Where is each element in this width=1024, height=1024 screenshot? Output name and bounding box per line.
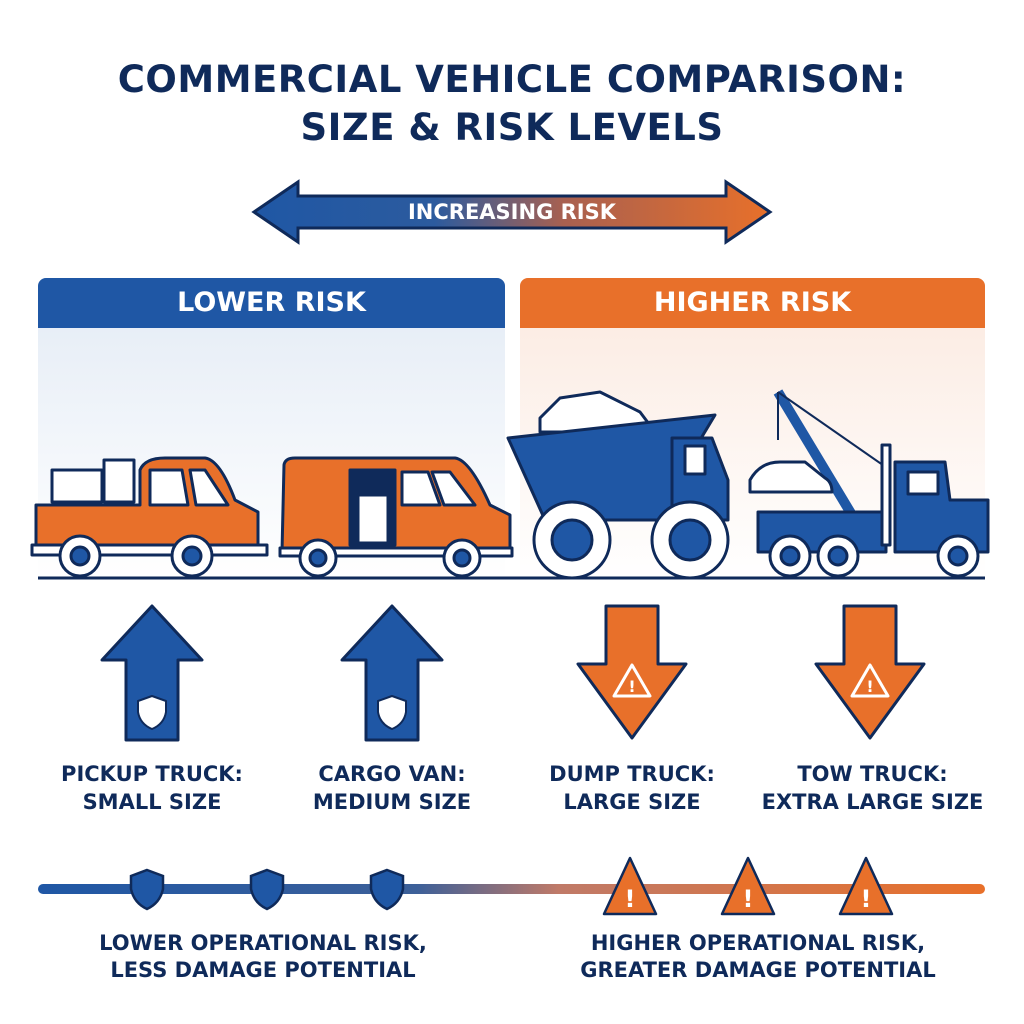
title-line-1: COMMERCIAL VEHICLE COMPARISON: <box>117 58 907 101</box>
label-van-size: MEDIUM SIZE <box>312 790 472 814</box>
label-tow-size: EXTRA LARGE SIZE <box>761 790 984 814</box>
warning-icon <box>602 856 658 916</box>
warning-icon <box>850 663 890 698</box>
tow-truck-icon <box>748 389 990 578</box>
increasing-risk-label: INCREASING RISK <box>407 200 616 224</box>
title-line-2: SIZE & RISK LEVELS <box>300 106 724 149</box>
label-van-name: CARGO VAN: <box>318 762 466 786</box>
higher-risk-header: HIGHER RISK <box>520 278 985 328</box>
pickup-truck-icon <box>30 456 269 578</box>
footer-lower-line-1: LOWER OPERATIONAL RISK, <box>99 931 427 955</box>
svg-text:!: ! <box>866 677 873 696</box>
shield-icon <box>129 868 165 911</box>
warning-icon <box>720 856 776 916</box>
svg-text:!: ! <box>861 885 872 913</box>
label-tow-name: TOW TRUCK: <box>797 762 948 786</box>
svg-text:!: ! <box>743 885 754 913</box>
shield-icon <box>369 868 405 911</box>
risk-scale-bar: !!! <box>38 856 985 916</box>
warning-icon <box>612 663 652 698</box>
cargo-van-icon <box>278 456 514 578</box>
svg-text:!: ! <box>628 677 635 696</box>
dump-truck-icon <box>506 390 730 580</box>
shield-icon <box>249 868 285 911</box>
shield-icon <box>137 695 167 730</box>
down-arrow-dump <box>576 604 688 740</box>
label-pickup-name: PICKUP TRUCK: <box>61 762 243 786</box>
footer-lower-line-2: LESS DAMAGE POTENTIAL <box>110 958 416 982</box>
vehicles-illustration <box>30 389 990 580</box>
label-dump-name: DUMP TRUCK: <box>549 762 715 786</box>
footer-higher-line-2: GREATER DAMAGE POTENTIAL <box>580 958 936 982</box>
lower-risk-header: LOWER RISK <box>38 278 505 328</box>
up-arrow-van <box>340 604 444 742</box>
increasing-risk-arrow <box>251 179 773 245</box>
svg-text:!: ! <box>625 885 636 913</box>
shield-icon <box>377 695 407 730</box>
label-dump-size: LARGE SIZE <box>563 790 701 814</box>
down-arrow-tow <box>814 604 926 740</box>
footer-higher-line-1: HIGHER OPERATIONAL RISK, <box>590 931 926 955</box>
up-arrow-pickup <box>100 604 204 742</box>
label-pickup-size: SMALL SIZE <box>82 790 222 814</box>
warning-icon <box>838 856 894 916</box>
